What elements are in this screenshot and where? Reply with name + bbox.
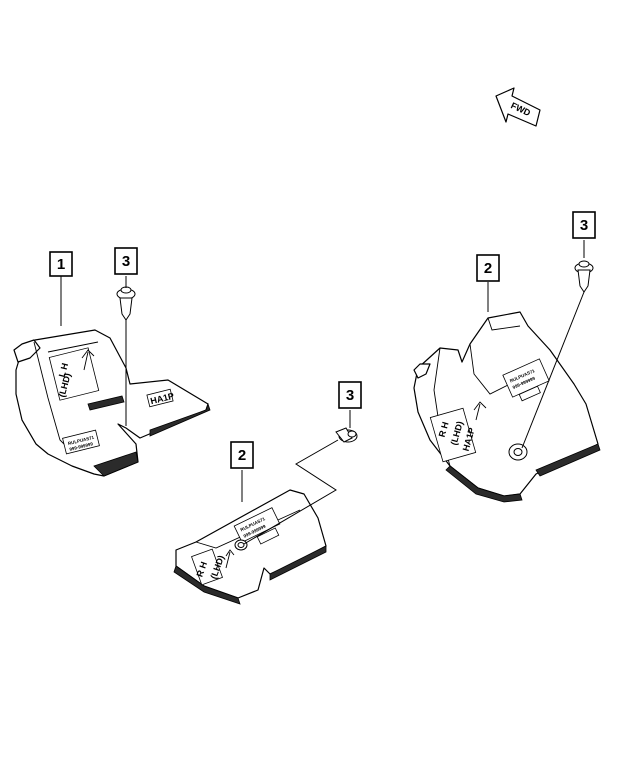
callout-3-left-number: 3: [122, 253, 130, 270]
callout-1-number: 1: [57, 256, 65, 273]
callout-1: 1: [49, 251, 73, 277]
leader-fastener-center-to-hole: [243, 439, 339, 545]
lh-part-number-line2: 999-999999: [69, 441, 94, 452]
callout-2-right: 2: [476, 254, 500, 282]
callout-3-right: 3: [572, 211, 596, 239]
callout-3-right-number: 3: [580, 217, 588, 234]
fastener-left: [116, 286, 136, 321]
rh-small-side-label-box: [191, 548, 223, 586]
rh-large-side-label: R H: [437, 421, 451, 439]
callout-3-center-number: 3: [346, 387, 354, 404]
callout-2-center-number: 2: [238, 447, 246, 464]
fastener-right: [574, 260, 594, 293]
callout-2-center: 2: [230, 441, 254, 469]
lh-part-number-line1: RULPUAS71: [67, 435, 95, 446]
lh-code-label-box: [146, 388, 174, 408]
callout-3-left: 3: [114, 247, 138, 275]
rh-small-side-label: R H: [194, 560, 209, 578]
fastener-center: [335, 427, 358, 443]
rh-large-side-label-box: [429, 407, 477, 463]
rh-shield-large-part: R H (LHD) HA1P RULPUAS71 999-999999: [413, 311, 601, 503]
lh-part-number-box: [62, 429, 100, 455]
lh-side-label: L H: [57, 362, 70, 378]
rh-small-part-number-box: [233, 507, 281, 543]
callout-2-right-number: 2: [484, 260, 492, 277]
fwd-direction-arrow: FWD: [495, 87, 541, 127]
lh-shield-part: L H (LHD) HA1P RULPUAS71 999-999999: [13, 329, 211, 477]
rh-shield-small-part: RULPUAS71 999-999999 R H (LHD): [173, 489, 327, 605]
leader-fastener-right-to-hole: [521, 291, 585, 449]
callout-3-center: 3: [338, 381, 362, 409]
